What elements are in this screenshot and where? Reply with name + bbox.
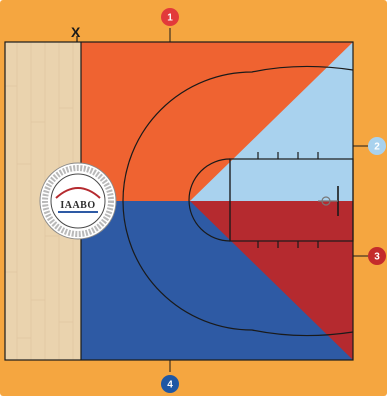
seal-inner-ring	[50, 173, 106, 229]
court-boundary	[4, 41, 354, 361]
hoop	[321, 196, 331, 206]
marker-4-badge	[161, 375, 179, 393]
marker-1-badge	[161, 8, 179, 26]
position-marker-3: 3	[368, 247, 386, 265]
court-lines	[4, 41, 354, 361]
free-throw-circle	[188, 158, 231, 242]
court-region-light-blue	[190, 42, 353, 201]
iaabo-seal: IAABO	[39, 162, 117, 240]
marker-2-number: 2	[374, 142, 380, 153]
seal-text: IAABO	[60, 200, 95, 211]
marker-3-badge	[368, 247, 386, 265]
three-point-arc	[122, 65, 354, 337]
corner-x-label: X	[71, 24, 81, 40]
wood-grain	[5, 42, 74, 360]
position-marker-4: 4	[161, 375, 179, 393]
marker-2-badge	[368, 137, 386, 155]
position-marker-1: 1	[161, 8, 179, 26]
marker-1-number: 1	[167, 13, 173, 24]
seal-text-band	[42, 165, 114, 237]
marker-3-number: 3	[374, 252, 380, 263]
position-marker-2: 2	[368, 137, 386, 155]
seal-arch	[55, 187, 101, 199]
marker-4-number: 4	[167, 380, 173, 391]
